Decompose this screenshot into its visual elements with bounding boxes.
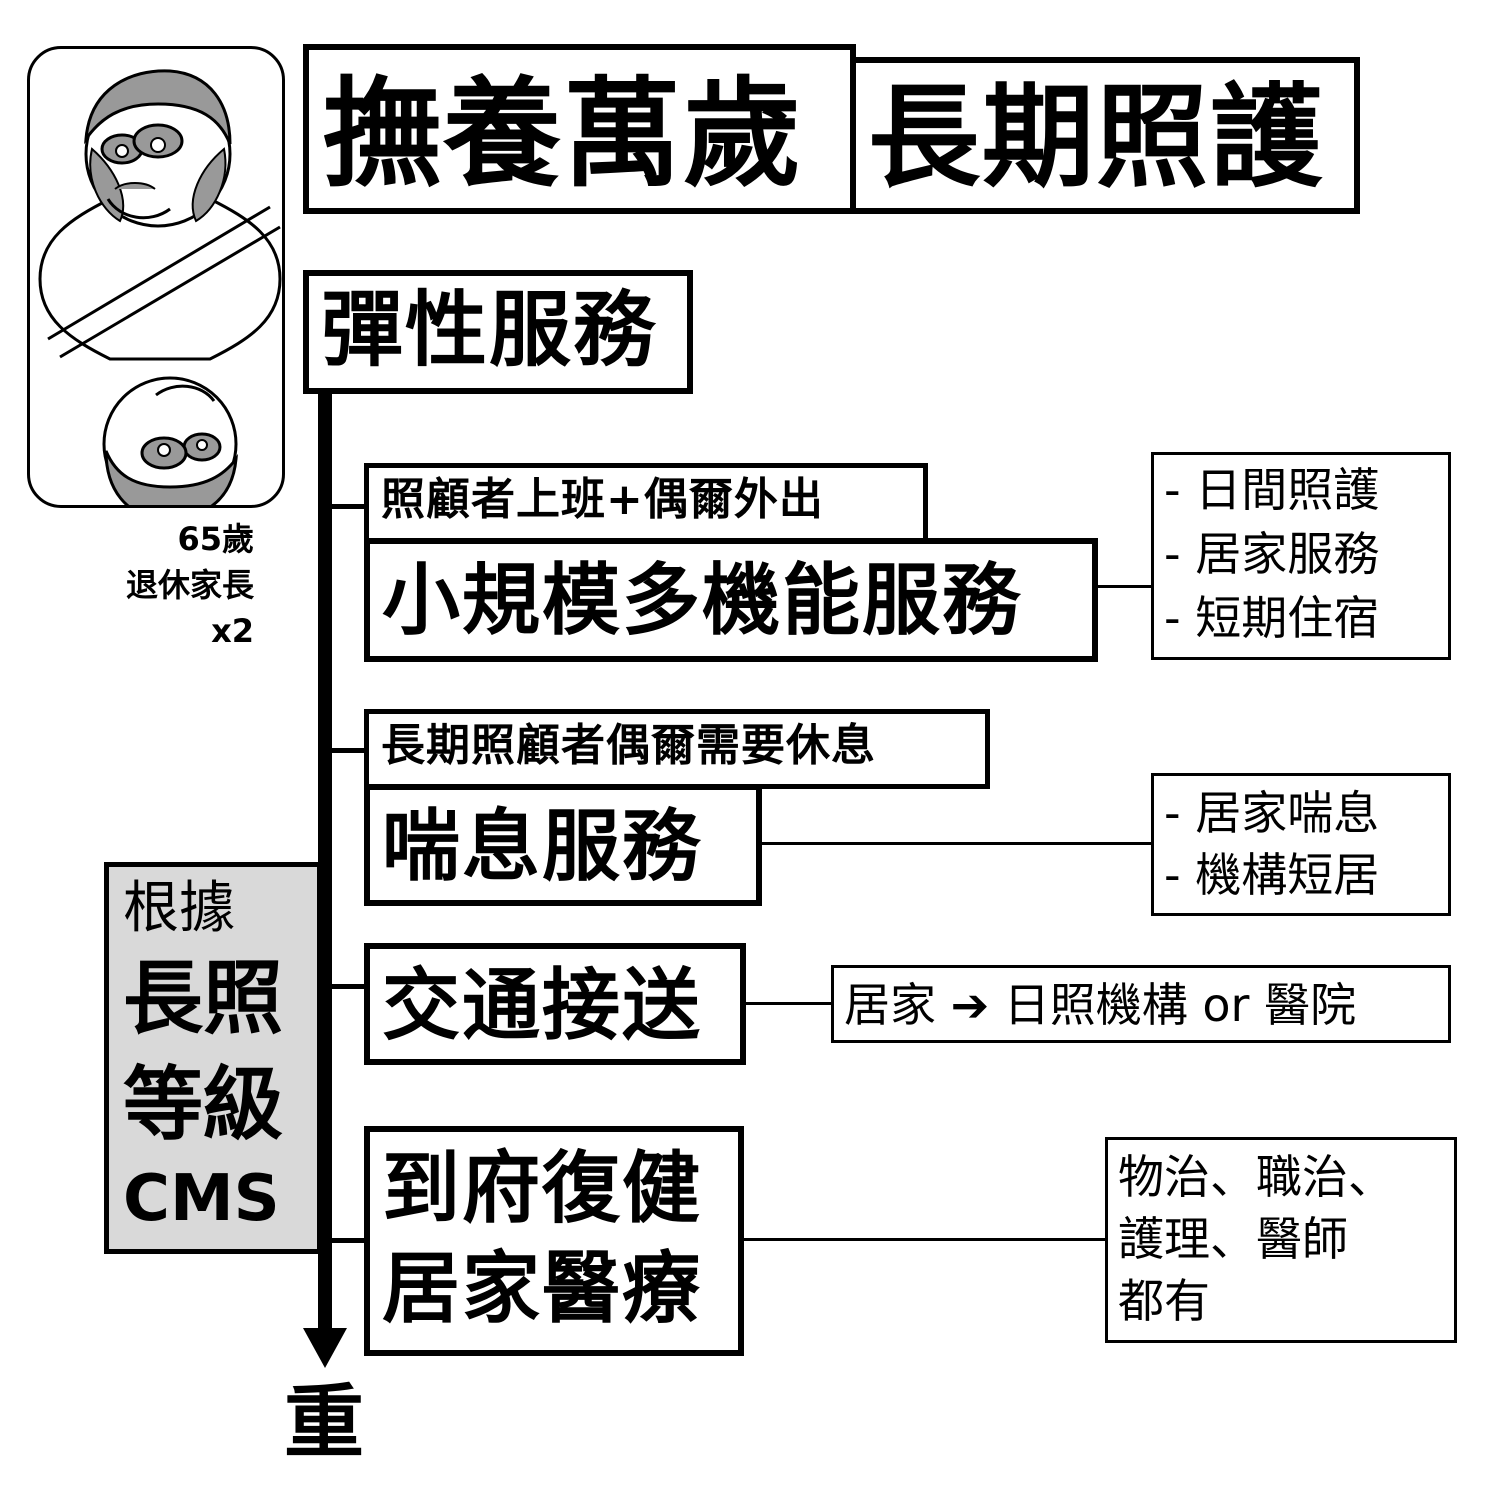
connector-line xyxy=(744,1238,1106,1241)
title-left-box: 撫養萬歲 xyxy=(303,44,856,214)
grade-basis: 根據 xyxy=(123,876,235,941)
elderly-parents-illustration xyxy=(38,69,282,505)
detail-box: - 日間照護 - 居家服務 - 短期住宿 xyxy=(1151,452,1451,660)
service-name: 小規模多機能服務 xyxy=(382,556,1023,646)
condition-text: 照顧者上班+偶爾外出 xyxy=(381,474,824,525)
detail-box: 物治、職治、 護理、醫師 都有 xyxy=(1105,1137,1457,1343)
service-name-line-1: 到府復健 xyxy=(382,1144,703,1234)
detail-item: - 機構短居 xyxy=(1164,848,1380,902)
detail-item: 護理、醫師 xyxy=(1118,1212,1348,1266)
title-right-box: 長期照護 xyxy=(850,57,1360,214)
title-right-text: 長期照護 xyxy=(868,73,1324,203)
axis-tick xyxy=(330,1238,368,1243)
care-grade-box: 根據 長照 等級 CMS xyxy=(104,862,322,1254)
connector-line xyxy=(1098,585,1152,588)
condition-box: 照顧者上班+偶爾外出 xyxy=(364,463,928,543)
axis-end-label: 重 xyxy=(284,1376,364,1469)
detail-item: 都有 xyxy=(1118,1274,1210,1328)
service-name-line-2: 居家醫療 xyxy=(382,1244,703,1334)
flexible-services-label: 彈性服務 xyxy=(321,283,658,378)
connector-line xyxy=(746,1002,832,1005)
axis-tick xyxy=(330,748,368,753)
service-name: 喘息服務 xyxy=(382,802,703,892)
service-box-small-multifunction: 小規模多機能服務 xyxy=(364,538,1098,662)
detail-item: - 日間照護 xyxy=(1164,463,1380,517)
condition-text: 長期照顧者偶爾需要休息 xyxy=(381,720,876,771)
detail-item: - 居家服務 xyxy=(1164,527,1380,581)
detail-box: 居家 ➔ 日照機構 or 醫院 xyxy=(831,965,1451,1043)
grade-line-1: 長照 xyxy=(123,952,283,1045)
connector-line xyxy=(762,842,1152,845)
character-age: 65歲 xyxy=(177,520,254,558)
service-box-home-rehab-medical: 到府復健 居家醫療 xyxy=(364,1126,744,1356)
detail-item: 物治、職治、 xyxy=(1118,1150,1394,1204)
service-name: 交通接送 xyxy=(382,961,703,1051)
axis-tick xyxy=(330,504,368,509)
title-left-text: 撫養萬歲 xyxy=(323,65,804,203)
detail-item: - 居家喘息 xyxy=(1164,786,1380,840)
character-role: 退休家長 xyxy=(125,566,254,604)
character-card xyxy=(27,46,285,508)
grade-line-2: 等級 xyxy=(123,1058,283,1151)
detail-box: - 居家喘息 - 機構短居 xyxy=(1151,773,1451,916)
character-info: 65歲 退休家長 x2 xyxy=(60,523,254,653)
service-box-respite: 喘息服務 xyxy=(364,784,762,906)
grade-line-3: CMS xyxy=(123,1162,280,1236)
detail-item: - 短期住宿 xyxy=(1164,591,1380,645)
arrow-down-icon xyxy=(303,1328,347,1368)
axis-tick xyxy=(330,984,368,989)
character-count: x2 xyxy=(211,612,254,650)
condition-box: 長期照顧者偶爾需要休息 xyxy=(364,709,990,789)
service-box-transport: 交通接送 xyxy=(364,943,746,1065)
flexible-services-box: 彈性服務 xyxy=(303,270,693,394)
detail-item: 居家 ➔ 日照機構 or 醫院 xyxy=(844,978,1357,1032)
